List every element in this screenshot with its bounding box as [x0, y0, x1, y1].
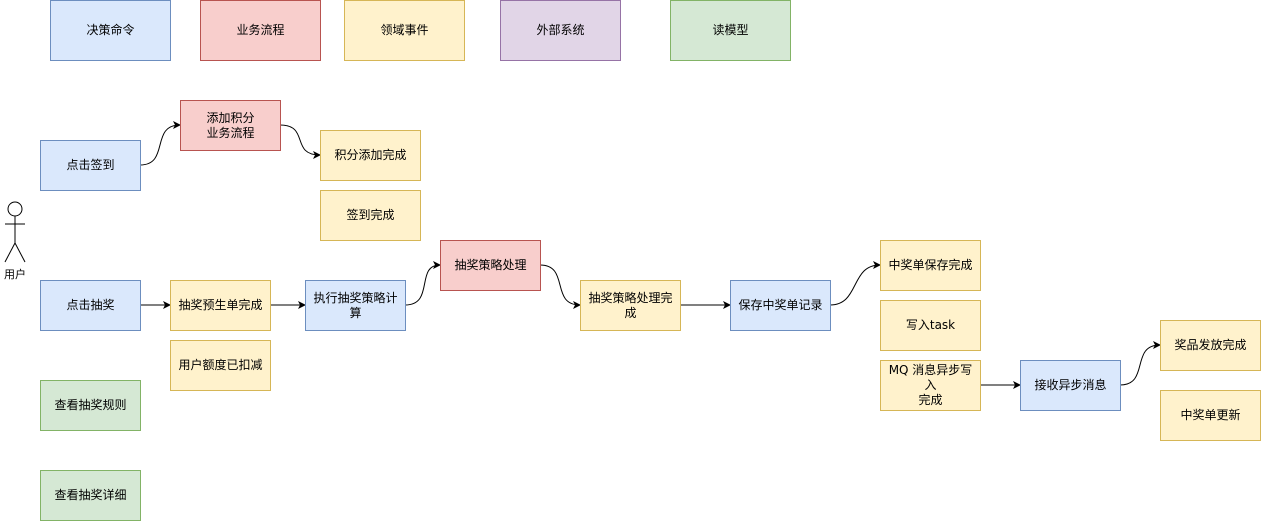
node-view-rules: 查看抽奖规则: [40, 380, 141, 431]
node-click-checkin: 点击签到: [40, 140, 141, 191]
user-actor-icon: [4, 201, 26, 263]
node-draw-preorder-done: 抽奖预生单完成: [170, 280, 271, 331]
node-points-added: 积分添加完成: [320, 130, 421, 181]
node-win-order-updated: 中奖单更新: [1160, 390, 1261, 441]
node-receive-async: 接收异步消息: [1020, 360, 1121, 411]
legend-event: 领域事件: [344, 0, 465, 61]
node-strategy-process: 抽奖策略处理: [440, 240, 541, 291]
node-win-order-saved: 中奖单保存完成: [880, 240, 981, 291]
edge-process-to-strategy-done: [539, 264, 581, 309]
node-view-details: 查看抽奖详细: [40, 470, 141, 521]
legend-read-model: 读模型: [670, 0, 791, 61]
node-checkin-done: 签到完成: [320, 190, 421, 241]
legend-command: 决策命令: [50, 0, 171, 61]
edge-save-to-saved: [829, 261, 881, 306]
node-add-points-process: 添加积分 业务流程: [180, 100, 281, 151]
node-task-written: 写入task: [880, 300, 981, 351]
user-actor-label: 用户: [4, 268, 26, 281]
edge-process-to-points-added: [279, 124, 321, 159]
node-prize-issued: 奖品发放完成: [1160, 320, 1261, 371]
legend-process: 业务流程: [200, 0, 321, 61]
node-save-win-record: 保存中奖单记录: [730, 280, 831, 331]
edge-checkin-to-process: [139, 121, 181, 166]
node-click-draw: 点击抽奖: [40, 280, 141, 331]
edge-strategy-to-process: [404, 261, 441, 306]
edge-receive-to-prize: [1119, 341, 1161, 386]
node-quota-deducted: 用户额度已扣减: [170, 340, 271, 391]
node-strategy-done: 抽奖策略处理完成: [580, 280, 681, 331]
node-exec-strategy: 执行抽奖策略计算: [305, 280, 406, 331]
node-mq-written: MQ 消息异步写入 完成: [880, 360, 981, 411]
legend-external: 外部系统: [500, 0, 621, 61]
